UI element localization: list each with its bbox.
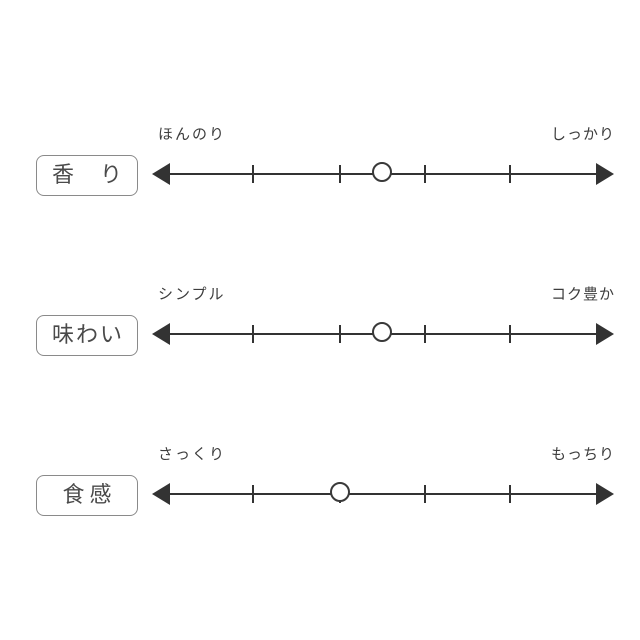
value-marker [330,482,351,502]
left-end-label: さっくり [158,445,227,463]
scale-row-aroma: 香り ほんのり しっかり [0,115,640,235]
category-box: 味わい [36,315,138,356]
tick-mark [339,165,342,183]
tick-mark [424,165,427,183]
tick-mark [509,325,512,343]
value-marker [372,322,393,342]
axis-line [166,493,600,495]
tick-mark [252,325,255,343]
right-arrowhead-icon [596,323,614,345]
tick-mark [509,165,512,183]
category-box: 香り [36,155,138,196]
tick-mark [252,165,255,183]
tick-mark [339,325,342,343]
category-box: 食感 [36,475,138,516]
left-end-label: シンプル [158,285,226,303]
tick-mark [252,485,255,503]
left-end-label: ほんのり [158,125,227,143]
right-end-label: コク豊か [550,285,615,303]
scale-row-flavor: 味わい シンプル コク豊か [0,275,640,395]
category-label: 香り [52,162,122,188]
left-arrowhead-icon [152,323,170,345]
scale-axis [152,159,614,189]
right-end-label: もっちり [550,445,615,463]
category-label: 食感 [62,482,117,508]
scale-axis [152,319,614,349]
scale-row-texture: 食感 さっくり もっちり [0,435,640,555]
scale-axis [152,479,614,509]
tick-mark [509,485,512,503]
value-marker [372,162,393,182]
tick-mark [424,325,427,343]
left-arrowhead-icon [152,163,170,185]
right-arrowhead-icon [596,163,614,185]
tick-mark [424,485,427,503]
tick-marks [152,479,614,509]
tick-marks [152,159,614,189]
right-end-label: しっかり [550,125,615,143]
category-label: 味わい [52,322,122,348]
left-arrowhead-icon [152,483,170,505]
tick-marks [152,319,614,349]
right-arrowhead-icon [596,483,614,505]
